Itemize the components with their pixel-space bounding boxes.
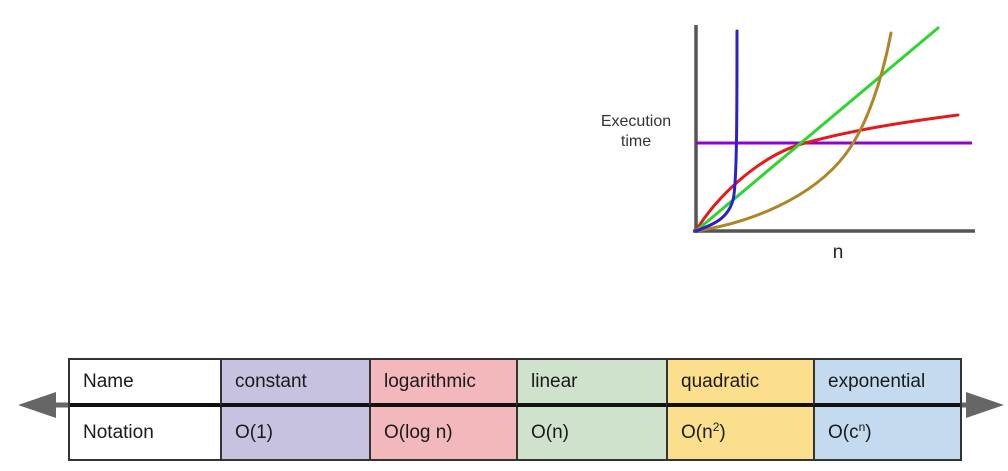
arrow-head-left bbox=[18, 392, 56, 418]
name-cell-exponential: exponential bbox=[813, 360, 960, 407]
notation-close: ) bbox=[865, 422, 872, 443]
notation-cell-constant: O(1) bbox=[220, 407, 369, 459]
name-cell-logarithmic: logarithmic bbox=[369, 360, 516, 407]
name-cell-linear: linear bbox=[516, 360, 666, 407]
notation-text: O(n) bbox=[531, 422, 569, 443]
y-axis-label-line2: time bbox=[620, 133, 652, 150]
notation-text: O(c bbox=[828, 422, 859, 443]
name-cell-constant: constant bbox=[220, 360, 369, 407]
row-header-notation: Notation bbox=[70, 407, 220, 459]
curve-quadratic bbox=[694, 31, 893, 233]
notation-text: O(n bbox=[681, 422, 713, 443]
complexity-chart bbox=[693, 25, 975, 233]
notation-cell-linear: O(n) bbox=[516, 407, 666, 459]
row-header-name: Name bbox=[70, 360, 220, 407]
curve-exponential bbox=[694, 29, 739, 233]
notation-close: ) bbox=[719, 422, 726, 443]
name-cell-quadratic: quadratic bbox=[666, 360, 813, 407]
notation-cell-logarithmic: O(log n) bbox=[369, 407, 516, 459]
notation-text: O(1) bbox=[235, 422, 273, 443]
x-axis-label: n bbox=[832, 242, 844, 263]
curve-linear bbox=[694, 26, 940, 233]
y-axis-label: Execution time bbox=[592, 112, 680, 152]
complexity-table: Name constant logarithmic linear quadrat… bbox=[68, 358, 962, 461]
y-axis-label-line1: Execution bbox=[600, 113, 672, 130]
curve-logarithmic bbox=[694, 113, 960, 233]
arrow-head-right bbox=[966, 392, 1004, 418]
notation-text: O(log n) bbox=[384, 422, 453, 443]
